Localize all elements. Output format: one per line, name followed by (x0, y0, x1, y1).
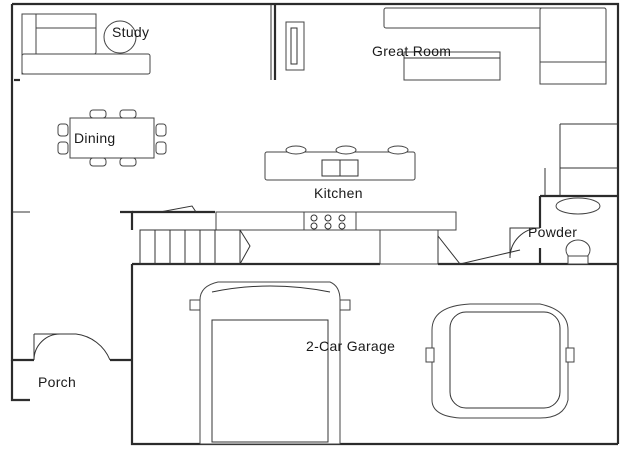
room-label-powder: Powder (528, 224, 578, 240)
room-label-dining: Dining (74, 130, 116, 146)
garage-cars (189, 281, 575, 445)
great-room-furniture (285, 7, 607, 85)
dining-furniture (57, 109, 167, 167)
powder-fixtures (509, 197, 601, 265)
room-label-porch: Porch (38, 374, 77, 390)
room-label-study: Study (112, 24, 150, 40)
stairs (139, 205, 251, 265)
room-label-great-room: Great Room (372, 43, 452, 59)
room-label-garage: 2-Car Garage (306, 338, 396, 354)
study-furniture (21, 13, 151, 75)
door-swings (33, 234, 521, 361)
room-label-kitchen: Kitchen (314, 185, 363, 201)
kitchen-furniture (215, 145, 618, 265)
exterior-walls (10, 2, 620, 446)
